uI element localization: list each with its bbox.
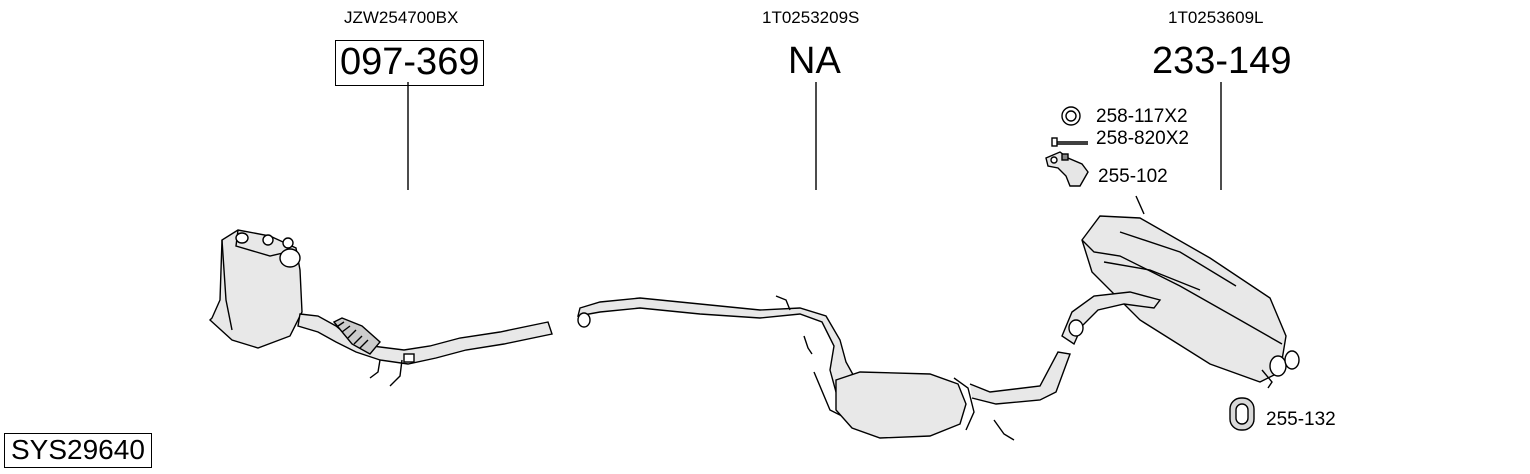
accessory-bracket-label[interactable]: 255-102 <box>1098 166 1168 187</box>
dpf-assembly <box>208 229 553 387</box>
part-2-oem-number: 1T0253209S <box>762 8 860 27</box>
system-code: SYS29640 <box>4 433 152 468</box>
rubber-mount-icon <box>1229 397 1255 431</box>
bolt-icon <box>1051 137 1088 147</box>
part-3-oem-number: 1T0253609L <box>1168 8 1264 27</box>
middle-silencer-assembly <box>577 295 1071 441</box>
part-1-oem-number: JZW254700BX <box>344 8 459 27</box>
bracket-icon <box>1045 151 1089 187</box>
part-1-number[interactable]: 097-369 <box>335 40 485 86</box>
part-3-number[interactable]: 233-149 <box>1152 40 1292 82</box>
accessory-bolt-label[interactable]: 258-820X2 <box>1096 128 1189 149</box>
part-2-number[interactable]: NA <box>788 40 841 82</box>
rear-silencer-assembly <box>1061 195 1300 389</box>
ring-gasket-icon <box>1061 106 1081 126</box>
accessory-gasket-label[interactable]: 258-117X2 <box>1096 106 1188 127</box>
accessory-mount-label[interactable]: 255-132 <box>1266 409 1336 430</box>
